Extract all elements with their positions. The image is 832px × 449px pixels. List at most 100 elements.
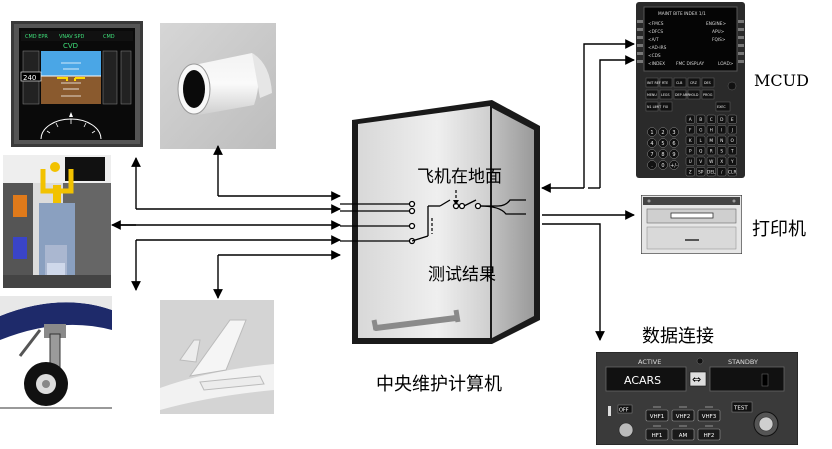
cdu-letter-key[interactable]: F (685, 125, 695, 135)
cdu-key-hold: HOLD (689, 93, 699, 97)
radio-select-button[interactable]: AM (671, 425, 695, 441)
cdu-key-exec: EXEC (717, 105, 726, 109)
radio-select-button[interactable]: VHF1 (645, 406, 669, 422)
cdu-key-init: INIT REF (647, 81, 661, 85)
cdu-letter-key[interactable]: CLR (727, 167, 737, 177)
cdu-letter-key[interactable]: Y (727, 156, 737, 166)
pfd-mode-left: CMD EPR (25, 34, 48, 40)
radio-select-button[interactable]: HF2 (697, 425, 721, 441)
pfd-fma: CVD (63, 42, 78, 50)
cdu-letter-key[interactable]: S (717, 146, 727, 156)
cdu-letter-key[interactable]: DEL (706, 167, 716, 177)
cdu-letter-key[interactable]: L (696, 135, 706, 145)
cdu-letter-key[interactable]: H (706, 125, 716, 135)
cdu-letter-key[interactable]: W (706, 156, 716, 166)
cdu-letter-key[interactable]: N (717, 135, 727, 145)
test-button[interactable] (731, 401, 753, 413)
cdu-footer: LOAD> (718, 61, 734, 67)
radio-select-button[interactable]: VHF2 (671, 406, 695, 422)
cdu-key-des: DES (704, 81, 711, 85)
cdu-letter-key[interactable]: E (727, 114, 737, 124)
cdu-left-1: <FMCS (648, 21, 664, 27)
cdu-digit-key[interactable]: 1 (647, 127, 657, 137)
cdu-letter-key[interactable]: / (717, 167, 727, 177)
cdu-digit-key[interactable]: 9 (669, 149, 679, 159)
cdu-digit-key[interactable]: 5 (658, 138, 668, 148)
primary-flight-display: 240 CMD EPR VNAV SPD CMD CVD (11, 21, 143, 147)
radio-select-button-label: VHF2 (676, 414, 691, 420)
cdu-letter-key[interactable]: M (706, 135, 716, 145)
output-arrows (541, 39, 635, 341)
cdu-letter-key-label: D (720, 117, 724, 123)
radio-select-button[interactable]: HF1 (645, 425, 669, 441)
cdu-digit-key[interactable]: 4 (647, 138, 657, 148)
cdu-digit-key[interactable]: 7 (647, 149, 657, 159)
cdu-digit-key[interactable]: 3 (669, 127, 679, 137)
cdu-letter-key-label: CLR (728, 170, 736, 176)
cdu-letter-key[interactable]: G (696, 125, 706, 135)
cdu-letter-key-label: G (699, 128, 702, 134)
off-switch[interactable] (617, 404, 633, 414)
cdu-digit-key[interactable]: . (647, 160, 657, 170)
cdu-left-3: <A/T (648, 37, 659, 43)
cdu-letter-key-label: L (700, 138, 703, 144)
radio-select-button[interactable]: VHF3 (697, 406, 721, 422)
input-arrows (111, 145, 341, 299)
cdu-letter-key[interactable]: P (685, 146, 695, 156)
cdu-right-2: APU> (712, 29, 725, 35)
cdu-digit-key[interactable]: 2 (658, 127, 668, 137)
cdu-key-clb: CLB (676, 81, 683, 85)
cdu-right-1: ENGINE> (706, 21, 726, 27)
cdu-letter-key-label: / (721, 170, 723, 176)
standby-label: STANDBY (728, 358, 758, 366)
cdu-letter-key[interactable]: R (706, 146, 716, 156)
cdu-function-keys[interactable] (645, 77, 731, 112)
cdu-letter-key-label: B (699, 117, 702, 123)
cdu-letter-key[interactable]: I (717, 125, 727, 135)
transfer-button[interactable] (689, 371, 707, 387)
cdu-letter-key[interactable]: X (717, 156, 727, 166)
cdu-digit-key[interactable]: +/- (669, 160, 679, 170)
cdu-letter-key-label: Z (689, 170, 692, 176)
cdu-letter-key-label: O (731, 138, 735, 144)
cdu-letter-key[interactable]: O (727, 135, 737, 145)
cdu-fmc-display: FMC DISPLAY (676, 61, 705, 67)
volume-knob[interactable] (618, 422, 634, 438)
central-maintenance-computer (352, 100, 540, 344)
cdu-digit-key-label: 2 (661, 130, 664, 136)
cdu-letter-key-label: H (710, 128, 713, 134)
cdu-letter-key[interactable]: K (685, 135, 695, 145)
cdu-letter-key-label: T (730, 149, 734, 155)
switch-schematic (340, 190, 526, 245)
cdu-letter-key[interactable]: J (727, 125, 737, 135)
cdu-letter-key[interactable]: Q (696, 146, 706, 156)
cdu-digit-key[interactable]: 0 (658, 160, 668, 170)
cdu-letter-key-label: F (689, 128, 692, 134)
transfer-icon: ⇔ (692, 373, 701, 386)
cdu-digit-key[interactable]: 8 (658, 149, 668, 159)
cdu-letter-key[interactable]: T (727, 146, 737, 156)
cdu-letter-key[interactable]: SP (696, 167, 706, 177)
cdu-digit-key-label: 1 (650, 130, 653, 136)
tail-image (160, 300, 274, 414)
cdu-letter-key[interactable]: B (696, 114, 706, 124)
cdu-letter-key[interactable]: D (717, 114, 727, 124)
mcdu-unit: MAINT BITE INDEX 1/1 <FMCS <DFCS <A/T <A… (636, 2, 745, 178)
cdu-key-deparr: DEP ARR (675, 93, 690, 97)
cdu-letter-key[interactable]: U (685, 156, 695, 166)
cdu-letter-key[interactable]: Z (685, 167, 695, 177)
cdu-letter-key-label: DEL (707, 170, 716, 176)
cdu-letter-key-label: E (731, 117, 734, 123)
cdu-letter-key[interactable]: C (706, 114, 716, 124)
cdu-letter-key[interactable]: A (685, 114, 695, 124)
cdu-letter-key[interactable]: V (696, 156, 706, 166)
cdu-letter-key-label: Q (699, 149, 703, 155)
cdu-key-crz: CRZ (690, 81, 698, 85)
cdu-digit-key[interactable]: 6 (669, 138, 679, 148)
test-label: TEST (733, 406, 748, 412)
cdu-letter-key-label: X (720, 159, 723, 165)
cdu-letter-key-label: M (709, 138, 713, 144)
